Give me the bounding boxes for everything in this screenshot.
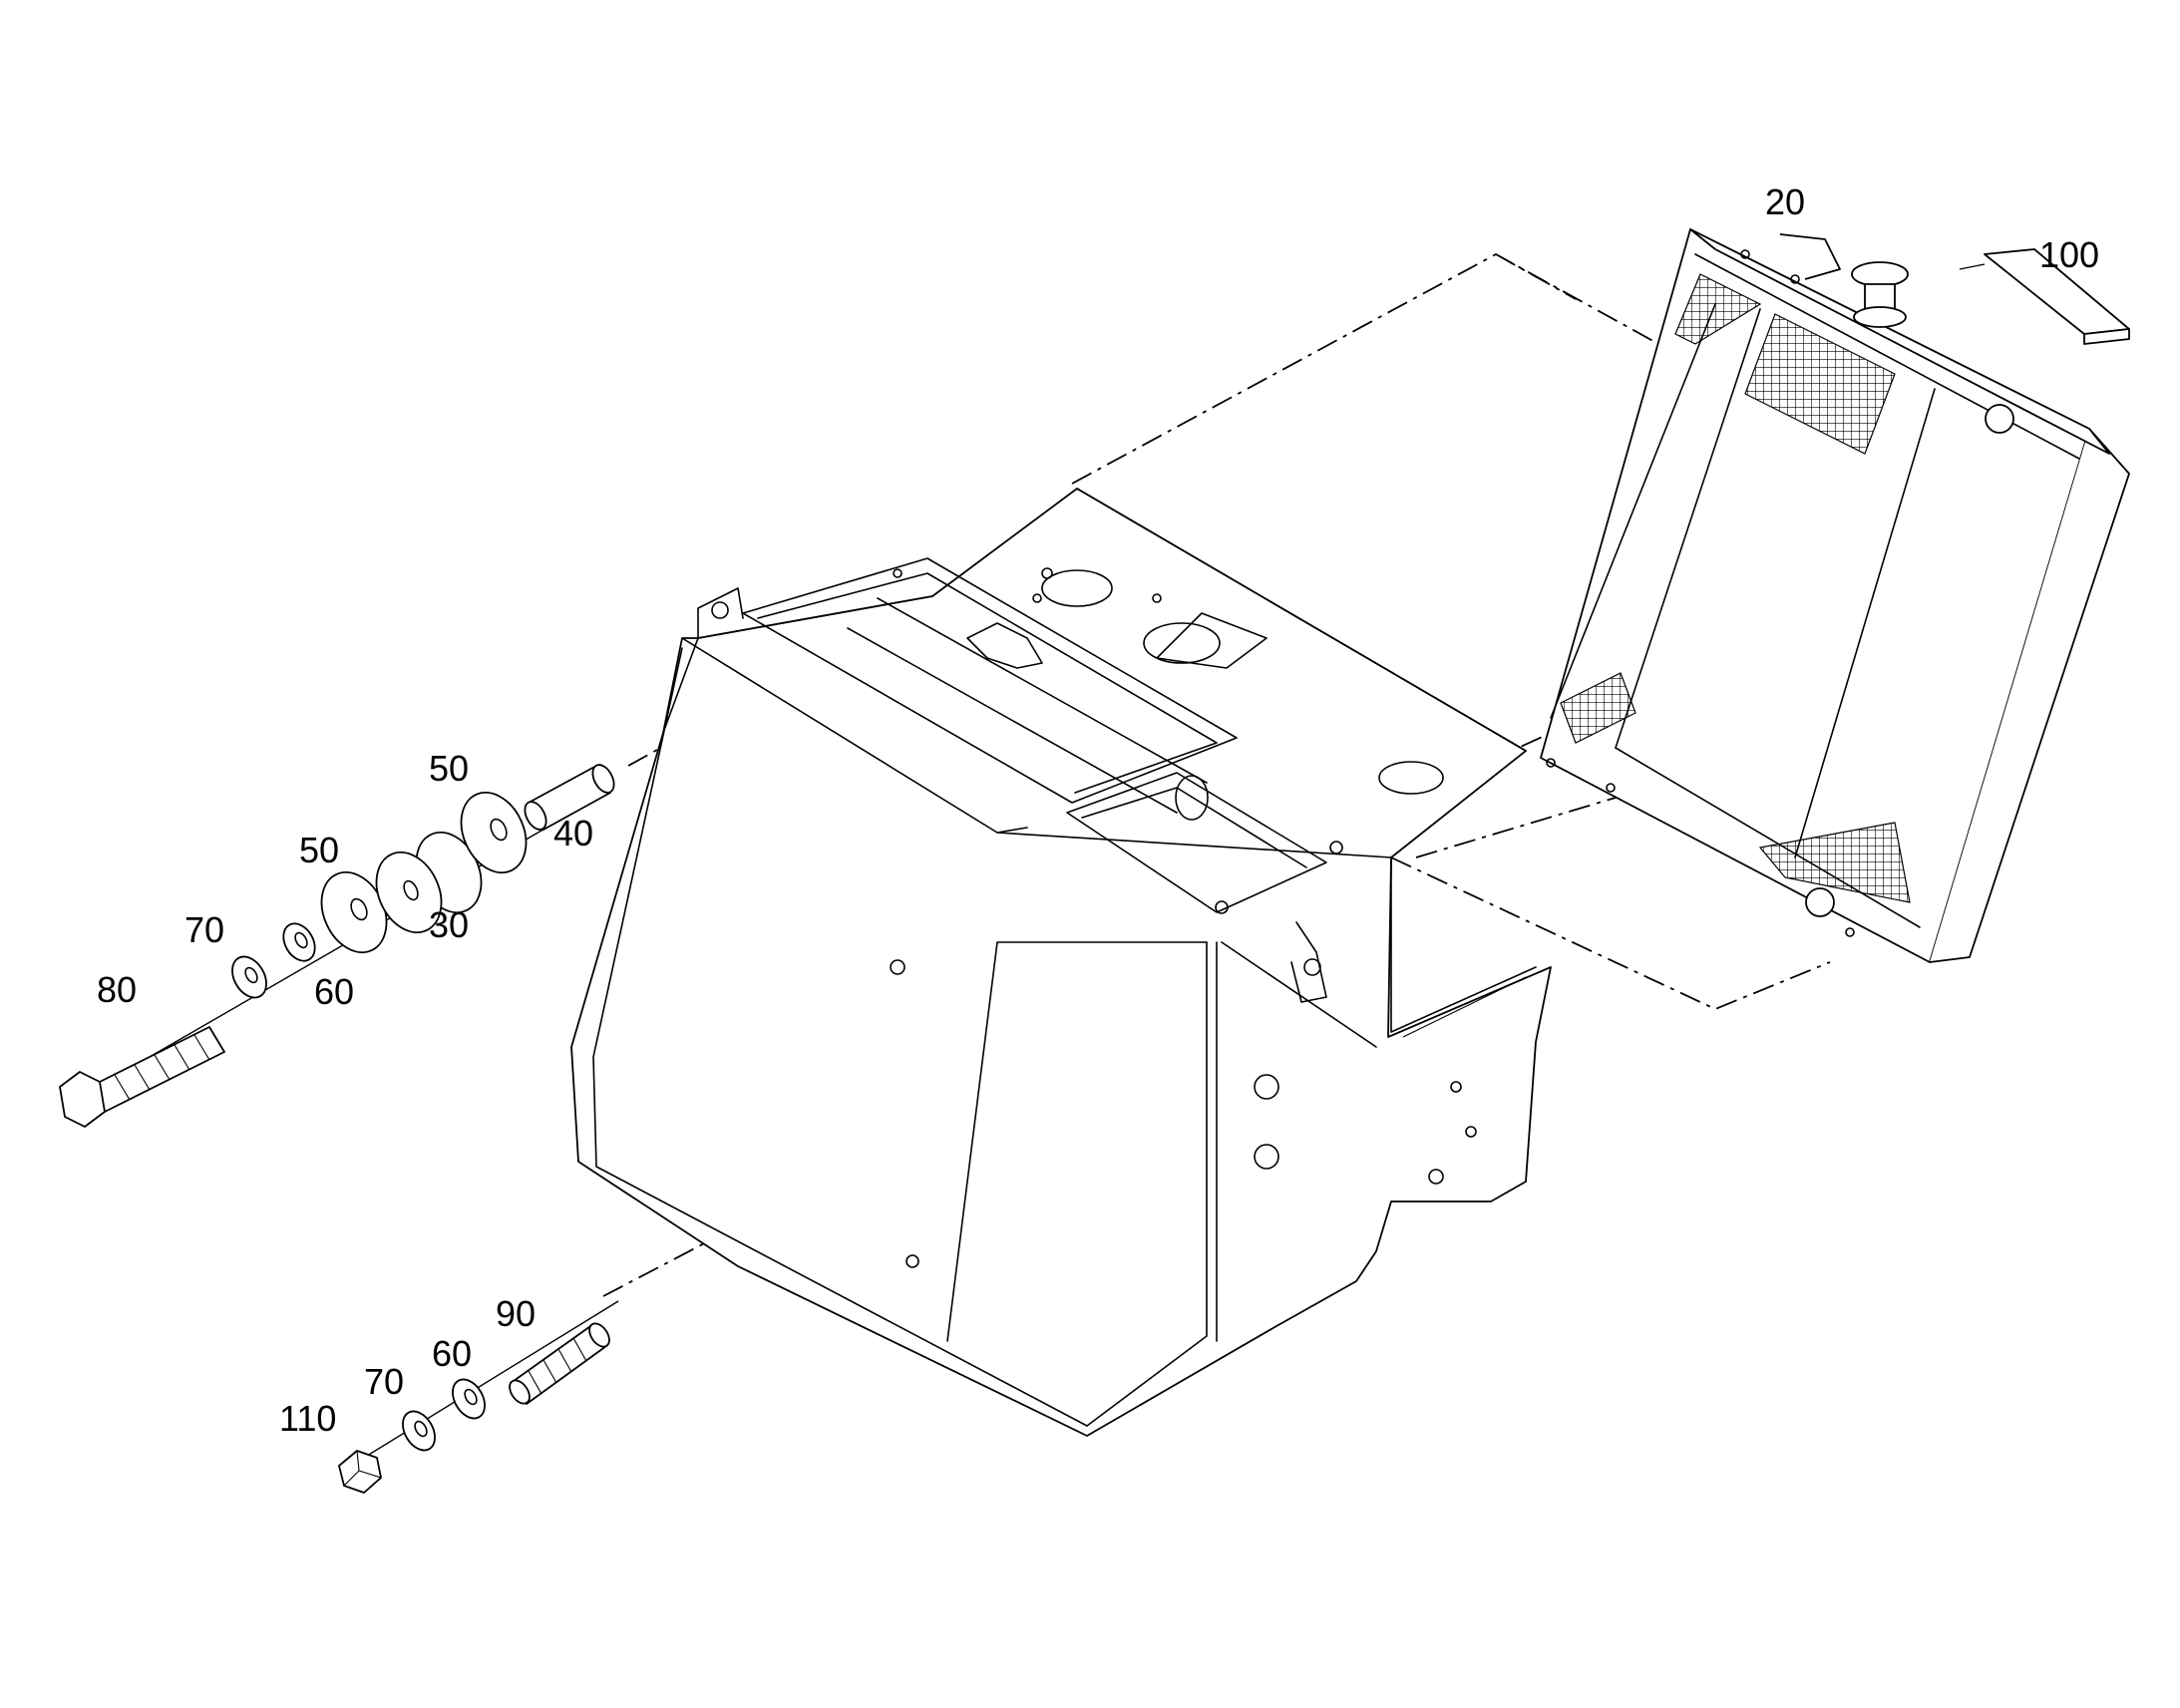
lock-washer-part — [282, 922, 316, 962]
sleeve-part — [524, 764, 615, 831]
cooler-frame — [570, 488, 1552, 1437]
washer-part — [231, 955, 267, 999]
stud-part — [509, 1322, 610, 1405]
upper-fastener-stack — [59, 764, 615, 1128]
callout-30: 30 — [429, 904, 469, 945]
callout-80: 80 — [97, 969, 137, 1010]
lock-washer-part — [452, 1378, 486, 1420]
callout-100: 100 — [2039, 234, 2099, 275]
callout-70-lower: 70 — [364, 1361, 404, 1402]
callout-40: 40 — [553, 813, 593, 854]
large-washer-part — [460, 791, 528, 874]
washer-part — [402, 1410, 436, 1452]
callout-70-upper: 70 — [184, 909, 224, 950]
nut-part — [338, 1450, 382, 1494]
callout-20: 20 — [1765, 181, 1805, 222]
callout-60-upper: 60 — [314, 971, 354, 1012]
lower-fastener-stack — [338, 1300, 619, 1494]
callout-50-upper: 50 — [429, 748, 469, 789]
callout-90: 90 — [496, 1293, 536, 1334]
callout-labels: 20 100 50 40 50 30 70 60 80 90 60 70 110 — [97, 181, 2099, 1439]
callout-60-lower: 60 — [432, 1333, 472, 1374]
callout-110: 110 — [279, 1398, 336, 1439]
bolt-part — [59, 1026, 225, 1128]
callout-50-lower: 50 — [299, 830, 339, 870]
radiator-assembly — [1540, 228, 2130, 963]
rubber-mount-part — [375, 831, 483, 934]
seal-strip-part — [1959, 248, 2130, 345]
